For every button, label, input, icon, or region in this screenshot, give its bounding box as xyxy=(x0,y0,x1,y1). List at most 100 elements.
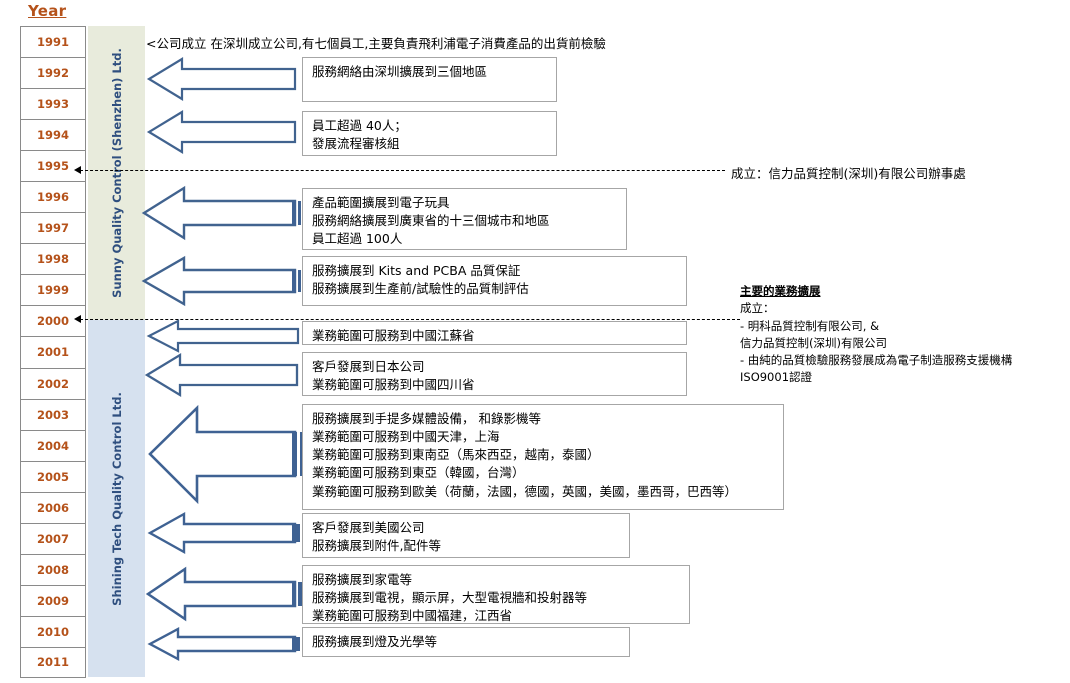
side-note-heading: 主要的業務擴展 xyxy=(740,284,821,298)
event-line: 服務擴展到燈及光學等 xyxy=(312,634,438,649)
year-label: 1998 xyxy=(36,252,69,267)
year-row: 2001 xyxy=(20,336,86,368)
event-line: 業務範圍可服務到東南亞（馬來西亞，越南，泰國） xyxy=(312,447,600,463)
swimlane-shining: Shining Tech Quality Control Ltd. xyxy=(88,320,145,677)
arrow-event-2007 xyxy=(147,511,304,555)
year-row: 1996 xyxy=(20,181,86,213)
year-label: 1997 xyxy=(36,221,69,236)
year-row: 1991 xyxy=(20,26,86,58)
event-line: 服務擴展到家電等 xyxy=(312,572,413,587)
year-row: 1999 xyxy=(20,274,86,306)
arrow-event-2010 xyxy=(147,626,304,662)
event-line: 客戶發展到日本公司 xyxy=(312,359,425,374)
year-label: 2007 xyxy=(36,531,69,546)
year-label: 2008 xyxy=(36,562,69,577)
arrow-event-1992 xyxy=(146,57,297,101)
event-line: 服務網絡擴展到廣東省的十三個城市和地區 xyxy=(312,213,550,229)
year-label: 1993 xyxy=(36,97,69,112)
year-label: 2010 xyxy=(36,624,69,639)
event-line: 產品範圍擴展到電子玩具 xyxy=(312,195,450,210)
side-note-line: ISO9001認證 xyxy=(740,370,813,385)
year-label: 1995 xyxy=(36,159,69,174)
arrow-event-2008 xyxy=(145,566,305,622)
year-row: 2009 xyxy=(20,584,86,616)
event-line: 客戶發展到美國公司 xyxy=(312,520,425,535)
event-box-2008: 服務擴展到家電等服務擴展到電視，顯示屏，大型電視牆和投射器等業務範圍可服務到中國… xyxy=(302,565,690,624)
arrow-event-1996 xyxy=(141,185,302,241)
year-row: 2002 xyxy=(20,367,86,399)
year-row: 2007 xyxy=(20,522,86,554)
year-row: 2006 xyxy=(20,491,86,523)
year-label: 2001 xyxy=(36,345,69,360)
year-label: 1996 xyxy=(36,190,69,205)
arrow-event-1998 xyxy=(141,255,302,307)
event-line: 業務範圍可服務到中國四川省 xyxy=(312,377,475,393)
year-row: 1994 xyxy=(20,119,86,151)
event-line: 服務擴展到手提多媒體設備， 和錄影機等 xyxy=(312,411,541,426)
milestone-line-2000 xyxy=(80,319,740,320)
event-line: 服務擴展到附件,配件等 xyxy=(312,538,441,554)
milestone-arrowhead-1995 xyxy=(74,166,81,174)
event-line: 員工超過 100人 xyxy=(312,231,403,247)
event-box-2000: 業務範圍可服務到中國江蘇省 xyxy=(302,321,687,345)
event-box-2007: 客戶發展到美國公司服務擴展到附件,配件等 xyxy=(302,513,630,558)
year-label: 1992 xyxy=(36,66,69,81)
event-box-1998: 服務擴展到 Kits and PCBA 品質保証服務擴展到生產前/試驗性的品質制… xyxy=(302,256,687,306)
year-row: 2003 xyxy=(20,398,86,430)
year-label: 1999 xyxy=(36,283,69,298)
year-row: 2011 xyxy=(20,646,86,678)
event-line: 業務範圍可服務到東亞（韓國，台灣） xyxy=(312,465,525,481)
year-row: 2008 xyxy=(20,553,86,585)
side-note-line: 成立： xyxy=(740,301,775,316)
page-title: Year xyxy=(28,2,67,20)
event-box-1996: 產品範圍擴展到電子玩具服務網絡擴展到廣東省的十三個城市和地區員工超過 100人 xyxy=(302,188,627,250)
event-line: 員工超過 40人； xyxy=(312,118,407,133)
side-note-line: 信力品質控制(深圳)有限公司 xyxy=(740,335,887,350)
year-row: 1993 xyxy=(20,88,86,120)
arrow-event-1994 xyxy=(146,110,297,154)
year-label: 2009 xyxy=(36,593,69,608)
year-row: 1995 xyxy=(20,150,86,182)
event-box-2010: 服務擴展到燈及光學等 xyxy=(302,627,630,657)
year-label: 2005 xyxy=(36,469,69,484)
event-line: 服務擴展到 Kits and PCBA 品質保証 xyxy=(312,263,521,278)
year-row: 2005 xyxy=(20,460,86,492)
year-label: 2003 xyxy=(36,407,69,422)
year-row: 2004 xyxy=(20,429,86,461)
year-label: 1991 xyxy=(36,35,69,50)
event-line: 服務擴展到生產前/試驗性的品質制評估 xyxy=(312,281,529,297)
swimlane-sunny: Sunny Quality Control (Shenzhen) Ltd. xyxy=(88,26,145,320)
swimlane-label-sunny: Sunny Quality Control (Shenzhen) Ltd. xyxy=(109,48,124,298)
event-box-1994: 員工超過 40人； 發展流程審核組 xyxy=(302,111,557,156)
side-note-line: - 由純的品質檢驗服務發展成為電子制造服務支援機構 xyxy=(740,353,1013,367)
arrow-event-2001 xyxy=(144,352,300,398)
arrow-event-2003 xyxy=(147,404,307,505)
milestone-label-1995: 成立：信力品質控制(深圳)有限公司辦事處 xyxy=(731,166,966,181)
year-label: 2000 xyxy=(36,314,69,329)
milestone-line-1995 xyxy=(80,170,725,171)
event-line: 服務網絡由深圳擴展到三個地區 xyxy=(312,64,488,79)
year-label: 2006 xyxy=(36,500,69,515)
event-line: 發展流程審核組 xyxy=(312,136,400,152)
arrow-event-2000 xyxy=(146,319,300,353)
event-box-2003: 服務擴展到手提多媒體設備， 和錄影機等業務範圍可服務到中國天津，上海業務範圍可服… xyxy=(302,404,784,510)
year-row: 1997 xyxy=(20,212,86,244)
year-label: 2002 xyxy=(36,376,69,391)
event-box-1992: 服務網絡由深圳擴展到三個地區 xyxy=(302,57,557,102)
year-row: 2010 xyxy=(20,615,86,647)
side-note: 主要的業務擴展成立： - 明科品質控制有限公司, & 信力品質控制(深圳)有限公司 -… xyxy=(740,283,1012,387)
year-label: 2004 xyxy=(36,438,69,453)
event-line: 業務範圍可服務到中國福建，江西省 xyxy=(312,608,513,624)
side-note-line: - 明科品質控制有限公司, & xyxy=(740,318,880,333)
event-line: 業務範圍可服務到歐美（荷蘭，法國，德國，英國，美國，墨西哥，巴西等） xyxy=(312,483,738,499)
founding-note: <公司成立 在深圳成立公司,有七個員工,主要負責飛利浦電子消費產品的出貨前檢驗 xyxy=(146,36,606,51)
swimlane-label-shining: Shining Tech Quality Control Ltd. xyxy=(109,391,124,606)
year-label: 1994 xyxy=(36,128,69,143)
year-row: 2000 xyxy=(20,305,86,337)
event-line: 業務範圍可服務到中國江蘇省 xyxy=(312,328,475,343)
event-line: 服務擴展到電視，顯示屏，大型電視牆和投射器等 xyxy=(312,590,588,606)
year-column: 1991 1992 1993 1994 1995 1996 1997 1998 1999 2000… xyxy=(20,26,86,678)
milestone-arrowhead-2000 xyxy=(74,315,81,323)
year-label: 2011 xyxy=(36,655,69,670)
